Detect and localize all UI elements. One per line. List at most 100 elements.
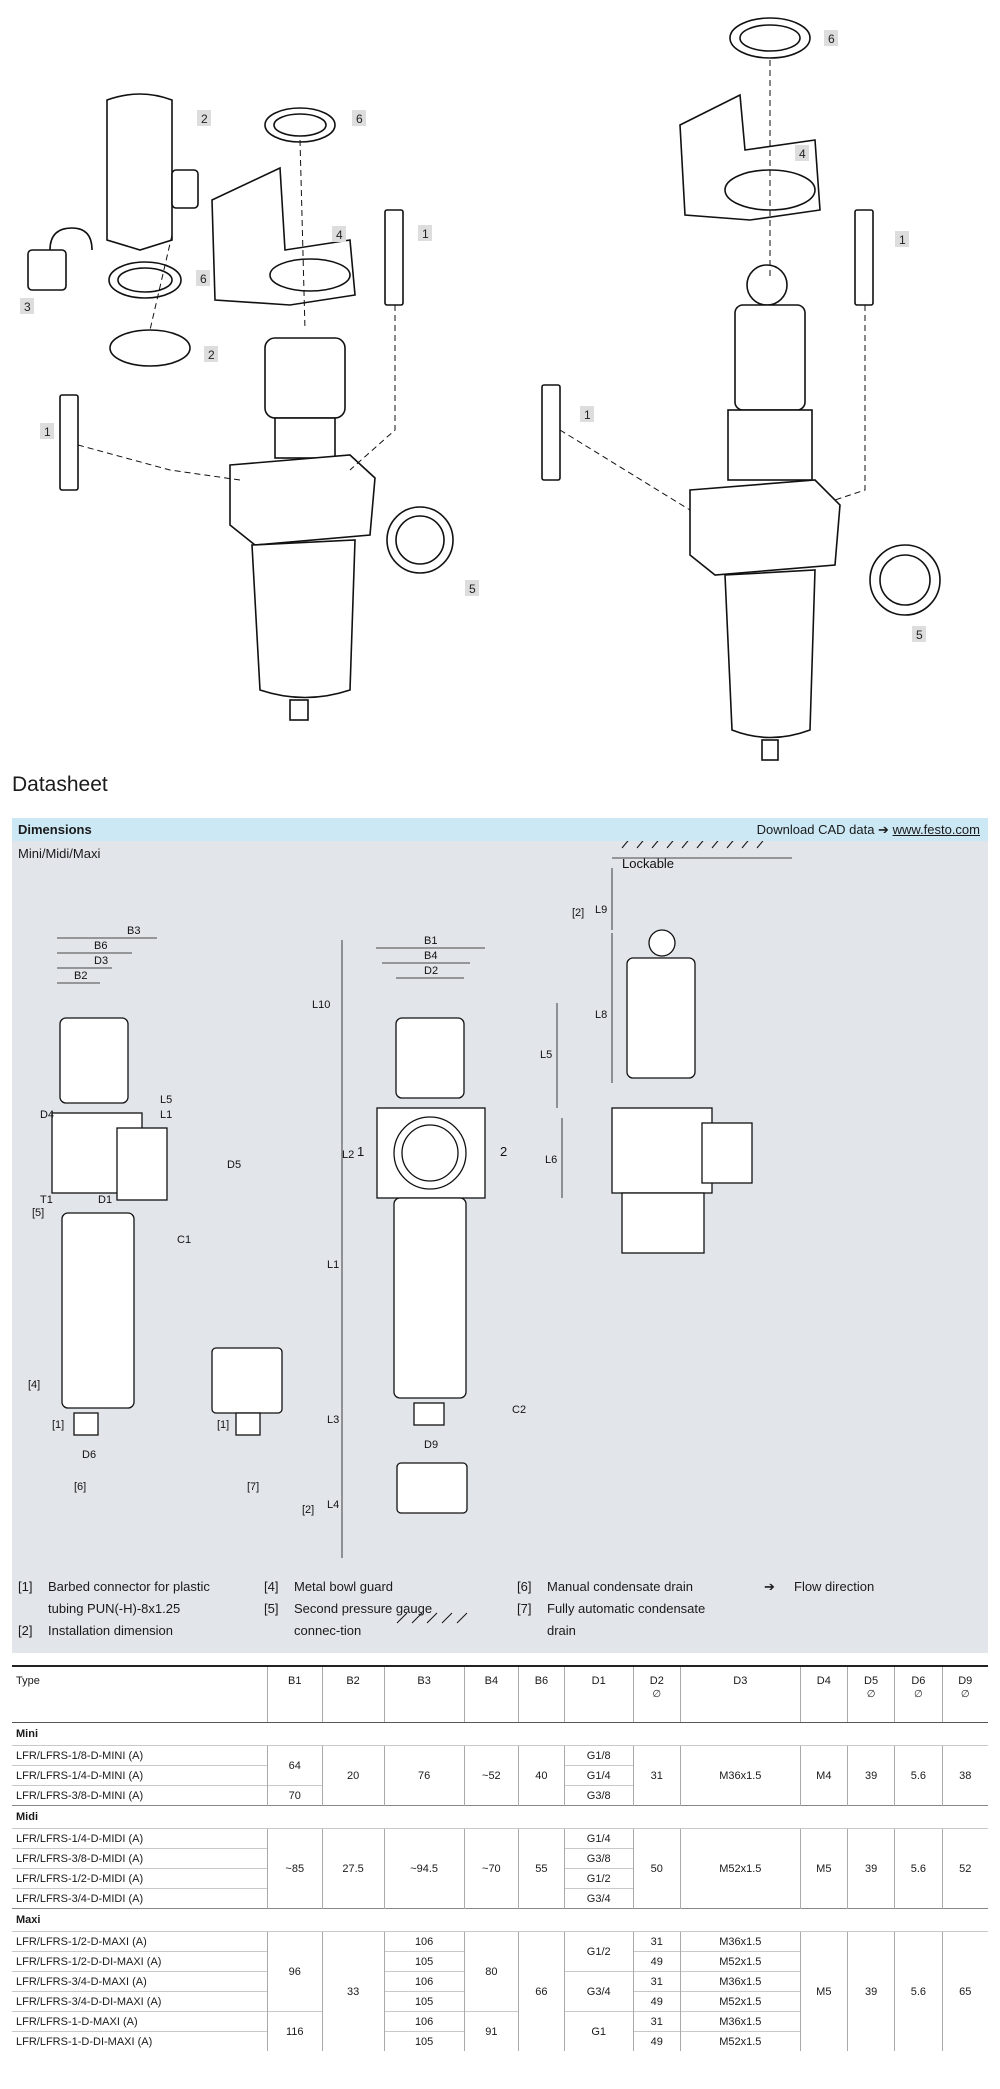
dim-l3: L3 bbox=[327, 1414, 339, 1426]
regulator-block bbox=[229, 454, 376, 546]
dim-b2: B2 bbox=[74, 970, 87, 982]
col-b1: B1 bbox=[267, 1665, 323, 1723]
dim-b6: B6 bbox=[94, 940, 107, 952]
col-b2: B2 bbox=[321, 1665, 385, 1723]
dim-l4: L4 bbox=[327, 1499, 339, 1511]
lockable-cylinder bbox=[626, 957, 696, 1079]
col-b4: B4 bbox=[463, 1665, 519, 1723]
svg-text:6: 6 bbox=[356, 112, 363, 126]
table-row: LFR/LFRS-1/2-D-MAXI (A) 96 33 106 80 66 … bbox=[12, 1931, 988, 2051]
dim-d5: D5 bbox=[227, 1159, 241, 1171]
legend-text: Metal bowl guard bbox=[294, 1579, 393, 1594]
dimensions-panel: Lockable B3 B6 D3 B2 D4 L1 L5 T1 D1 D5 D… bbox=[12, 818, 988, 1653]
svg-text:1: 1 bbox=[584, 408, 591, 422]
dim-l10: L10 bbox=[312, 999, 330, 1011]
svg-text:4: 4 bbox=[336, 228, 343, 242]
legend-text: Installation dimension bbox=[48, 1623, 174, 1638]
col-d5: D5∅ bbox=[846, 1665, 895, 1723]
lock-cover bbox=[106, 93, 173, 251]
filter-bowl-b bbox=[724, 569, 816, 739]
dim-d3: D3 bbox=[94, 955, 108, 967]
callout-1b: [1] bbox=[217, 1419, 229, 1431]
svg-text:6: 6 bbox=[200, 272, 207, 286]
auto-drain-detail bbox=[211, 1347, 283, 1414]
table-row: LFR/LFRS-1/8-D-MINI (A) 64 20 76 ~52 40 … bbox=[12, 1745, 988, 1806]
col-b3: B3 bbox=[383, 1665, 465, 1723]
dim-l5: L5 bbox=[540, 1049, 552, 1061]
table-row: LFR/LFRS-3/4-D-DI-MAXI (A) 105 49 M52x1.… bbox=[12, 1991, 988, 2012]
bracket-1b bbox=[59, 394, 79, 491]
col-d3: D3 bbox=[679, 1665, 801, 1723]
right-block bbox=[611, 1107, 713, 1194]
clip-ring-2 bbox=[109, 329, 191, 367]
table-header-row: Type B1 B2 B3 B4 B6 D1 D2∅ D3 D4 D5∅ D6∅… bbox=[12, 1665, 988, 1723]
dim-d4: D4 bbox=[40, 1109, 54, 1121]
svg-text:3: 3 bbox=[24, 300, 31, 314]
table-row: LFR/LFRS-1/2-D-MIDI (A)G1/2 bbox=[12, 1868, 988, 1889]
svg-text:2: 2 bbox=[208, 348, 215, 362]
table-row: LFR/LFRS-1-D-DI-MAXI (A) 105 49 M52x1.5 bbox=[12, 2031, 988, 2051]
dim-d9: D9 bbox=[424, 1439, 438, 1451]
table-row: LFR/LFRS-3/8-D-MINI (A) 70 G3/8 bbox=[12, 1785, 988, 1806]
callout-1a: [1] bbox=[52, 1419, 64, 1431]
bracket-1c bbox=[854, 209, 874, 306]
callout-2a: [2] bbox=[302, 1504, 314, 1516]
exploded-view-drawing: 2 6 4 1 3 6 2 1 5 6 4 1 1 5 bbox=[20, 17, 941, 761]
callout-4: [4] bbox=[28, 1379, 40, 1391]
callout-2b: [2] bbox=[572, 907, 584, 919]
dimensions-subtitle: Mini/Midi/Maxi bbox=[18, 846, 101, 861]
center-bowl bbox=[393, 1197, 467, 1399]
table-row: LFR/LFRS-3/4-D-MAXI (A) 106 G3/4 31 M36x… bbox=[12, 1971, 988, 2012]
legend-text: Second pressure gauge connec-tion bbox=[294, 1601, 433, 1638]
flow-in: 1 bbox=[357, 1144, 364, 1159]
cad-download: Download CAD data ➔ www.festo.com bbox=[757, 822, 980, 838]
dim-l8: L8 bbox=[595, 1009, 607, 1021]
left-bowl bbox=[61, 1212, 135, 1409]
dimensions-header: Dimensions Download CAD data ➔ www.festo… bbox=[12, 818, 988, 841]
dim-d2: D2 bbox=[424, 965, 438, 977]
callout-5: [5] bbox=[32, 1207, 44, 1219]
legend-text: Fully automatic condensate drain bbox=[547, 1601, 706, 1638]
dimensions-title: Dimensions bbox=[18, 822, 92, 837]
svg-text:1: 1 bbox=[422, 227, 429, 241]
center-drain-detail bbox=[396, 1462, 468, 1514]
legend-col-3: [6]Manual condensate drain [7]Fully auto… bbox=[517, 1576, 732, 1642]
table-row: LFR/LFRS-1-D-MAXI (A) 116 106 91 G1 31 M… bbox=[12, 2011, 988, 2051]
flow-out: 2 bbox=[500, 1144, 507, 1159]
svg-text:5: 5 bbox=[469, 582, 476, 596]
lock-cover-tab bbox=[171, 169, 199, 209]
group-row-mini: Mini bbox=[12, 1722, 988, 1746]
dim-l1-left: L1 bbox=[160, 1109, 172, 1121]
col-d6: D6∅ bbox=[894, 1665, 942, 1723]
bracket-1a bbox=[384, 209, 404, 306]
svg-text:6: 6 bbox=[828, 32, 835, 46]
exploded-callouts: 2 6 4 1 3 6 2 1 5 6 4 1 1 5 bbox=[20, 30, 926, 642]
dim-c1: C1 bbox=[177, 1234, 191, 1246]
dim-l5-left: L5 bbox=[160, 1094, 172, 1106]
cad-link[interactable]: www.festo.com bbox=[892, 822, 980, 837]
table-row: LFR/LFRS-1/4-D-MINI (A) G1/4 bbox=[12, 1765, 988, 1786]
adjust-knob bbox=[264, 337, 346, 419]
bracket-1d bbox=[541, 384, 561, 481]
dim-t1: T1 bbox=[40, 1194, 53, 1206]
dim-d1: D1 bbox=[98, 1194, 112, 1206]
col-type: Type bbox=[12, 1665, 268, 1723]
regulator-block-b bbox=[689, 479, 841, 576]
dim-l1: L1 bbox=[327, 1259, 339, 1271]
filter-bowl bbox=[251, 539, 356, 699]
dim-b1: B1 bbox=[424, 935, 437, 947]
center-knob bbox=[395, 1017, 465, 1099]
col-d9: D9∅ bbox=[941, 1665, 988, 1723]
lockable-knob bbox=[734, 304, 806, 411]
dim-l2: L2 bbox=[342, 1149, 354, 1161]
svg-text:1: 1 bbox=[899, 233, 906, 247]
dim-l9: L9 bbox=[595, 904, 607, 916]
table-row: LFR/LFRS-3/4-D-MIDI (A)G3/4 bbox=[12, 1888, 988, 1909]
legend-col-2: [4]Metal bowl guard [5]Second pressure g… bbox=[264, 1576, 479, 1642]
col-d2: D2∅ bbox=[632, 1665, 681, 1723]
dim-b4: B4 bbox=[424, 950, 437, 962]
dim-c2: C2 bbox=[512, 1404, 526, 1416]
dim-b3: B3 bbox=[127, 925, 140, 937]
table-row: LFR/LFRS-3/8-D-MIDI (A)G3/8 bbox=[12, 1848, 988, 1869]
svg-text:1: 1 bbox=[44, 425, 51, 439]
